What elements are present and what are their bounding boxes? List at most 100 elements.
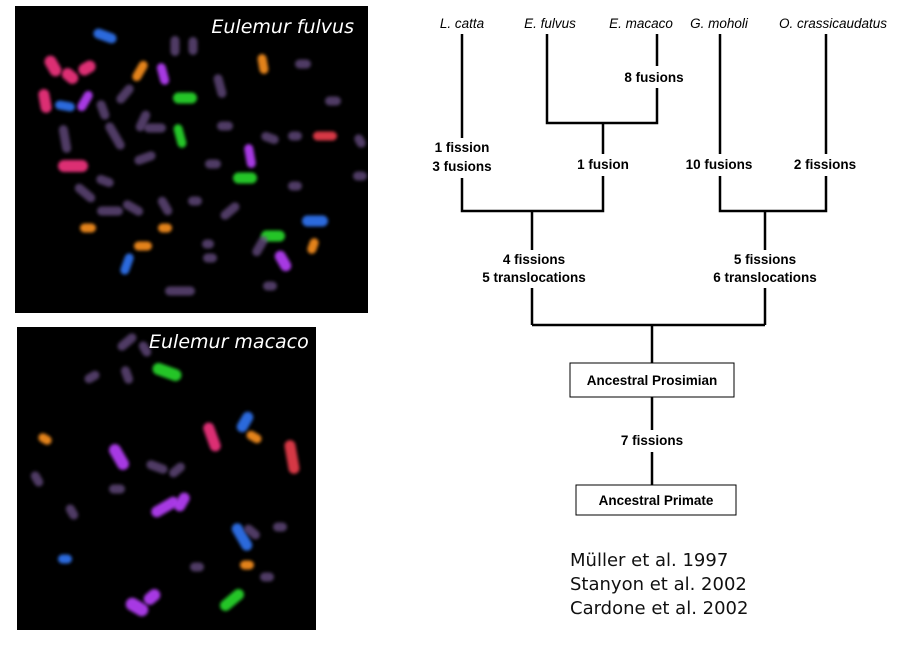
- event-eulemur-clade: 1 fusion: [569, 154, 637, 176]
- chromosome: [156, 63, 170, 85]
- chromosome: [58, 554, 72, 564]
- chromosome: [190, 562, 204, 572]
- chromosome: [240, 560, 254, 570]
- references-list: Müller et al. 1997 Stanyon et al. 2002 C…: [570, 549, 748, 621]
- chromosome: [74, 183, 96, 203]
- chromosome: [217, 121, 233, 131]
- chromosome: [65, 504, 79, 520]
- chromosome: [146, 460, 168, 474]
- chromosome: [173, 124, 187, 148]
- chromosome: [55, 100, 75, 112]
- node-ancestral-prosimian: Ancestral Prosimian: [569, 362, 735, 398]
- chromosome: [354, 134, 366, 148]
- micrograph-eulemur-fulvus: Eulemur fulvus: [15, 6, 368, 313]
- branch-lorisid-clade: [718, 34, 828, 213]
- chromosome: [116, 84, 134, 104]
- event-l-catta: 1 fission 3 fusions: [422, 138, 502, 178]
- chromosome: [302, 215, 328, 227]
- event-prosimian-to-primate: 7 fissions: [610, 430, 694, 452]
- chromosome: [169, 462, 185, 478]
- event-label-lorisid-clade-1: 5 fissions: [734, 252, 796, 267]
- chromosome: [252, 235, 268, 257]
- chromosome: [122, 200, 144, 216]
- event-label-lemur-clade-2: 5 translocations: [482, 270, 586, 285]
- species-e-macaco: E. macaco: [609, 16, 673, 31]
- chromosome: [307, 238, 319, 254]
- chromosome: [157, 196, 173, 216]
- chromosome: [138, 341, 152, 357]
- chromosome: [260, 572, 274, 582]
- chromosome: [288, 181, 302, 191]
- chromosome: [284, 440, 300, 474]
- chromosome: [78, 60, 96, 76]
- chromosome: [44, 55, 62, 77]
- event-g-moholi: 10 fusions: [676, 154, 762, 176]
- reference-muller: Müller et al. 1997: [570, 550, 729, 571]
- chromosome: [173, 92, 197, 104]
- chromosome: [205, 159, 221, 169]
- chromosome: [188, 196, 202, 206]
- chromosome: [174, 492, 190, 512]
- event-label-l-catta-1: 1 fission: [435, 140, 490, 155]
- chromosome: [236, 411, 254, 433]
- chromosome: [203, 422, 221, 452]
- chromosome: [244, 144, 256, 168]
- chromosome: [263, 281, 277, 291]
- chromosome: [96, 174, 114, 188]
- reference-cardone: Cardone et al. 2002: [570, 598, 749, 619]
- chromosome: [135, 110, 151, 132]
- panel-title-top: Eulemur fulvus: [211, 16, 354, 38]
- event-lemur-clade: 4 fissions 5 translocations: [472, 250, 596, 288]
- chromosome: [151, 496, 179, 518]
- chromosome: [313, 131, 337, 141]
- chromosome: [38, 433, 52, 445]
- chromosome: [61, 68, 79, 84]
- chromosome: [143, 589, 161, 605]
- chromosome: [203, 253, 217, 263]
- chromosome: [246, 430, 262, 444]
- chromosome: [219, 589, 245, 611]
- chromosome: [120, 366, 134, 384]
- chromosome: [244, 524, 260, 540]
- event-label-lemur-clade-1: 4 fissions: [503, 252, 565, 267]
- chromosome: [77, 90, 93, 112]
- chromosome: [134, 151, 156, 165]
- chromosome: [105, 122, 125, 150]
- node-ancestral-primate: Ancestral Primate: [575, 484, 737, 516]
- species-g-moholi: G. moholi: [690, 16, 749, 31]
- chromosome: [132, 60, 148, 82]
- chromosome: [144, 123, 166, 133]
- species-l-catta: L. catta: [440, 16, 485, 31]
- chromosome: [325, 96, 341, 106]
- event-lorisid-clade: 5 fissions 6 translocations: [702, 250, 828, 288]
- reference-stanyon: Stanyon et al. 2002: [570, 574, 747, 595]
- chromosome: [30, 471, 44, 487]
- chromosome: [261, 131, 279, 145]
- chromosome: [202, 239, 214, 249]
- node-label-prosimian: Ancestral Prosimian: [587, 373, 718, 388]
- chromosome: [80, 223, 96, 233]
- event-label-prosimian-to-primate: 7 fissions: [621, 433, 683, 448]
- chromosome: [288, 131, 302, 141]
- node-label-primate: Ancestral Primate: [599, 493, 714, 508]
- chromosome: [84, 370, 100, 384]
- chromosome: [117, 333, 137, 351]
- panel-title-bottom: Eulemur macaco: [149, 331, 309, 353]
- chromosome: [109, 484, 125, 494]
- chromosome: [295, 59, 311, 69]
- chromosome: [170, 36, 180, 56]
- chromosome-spread-top: [38, 28, 367, 296]
- chromosome: [274, 250, 292, 272]
- chromosome-spread-bottom: [30, 333, 300, 617]
- chromosome: [165, 286, 195, 296]
- event-o-crassicaudatus: 2 fissions: [782, 154, 868, 176]
- event-label-o-crassicaudatus: 2 fissions: [794, 157, 856, 172]
- micrograph-eulemur-macaco: Eulemur macaco: [17, 327, 316, 630]
- event-label-l-catta-2: 3 fusions: [432, 159, 491, 174]
- chromosome: [220, 202, 240, 220]
- chromosome: [273, 522, 287, 532]
- chromosome: [58, 160, 88, 172]
- chromosome: [96, 100, 110, 120]
- chromosome: [257, 54, 269, 74]
